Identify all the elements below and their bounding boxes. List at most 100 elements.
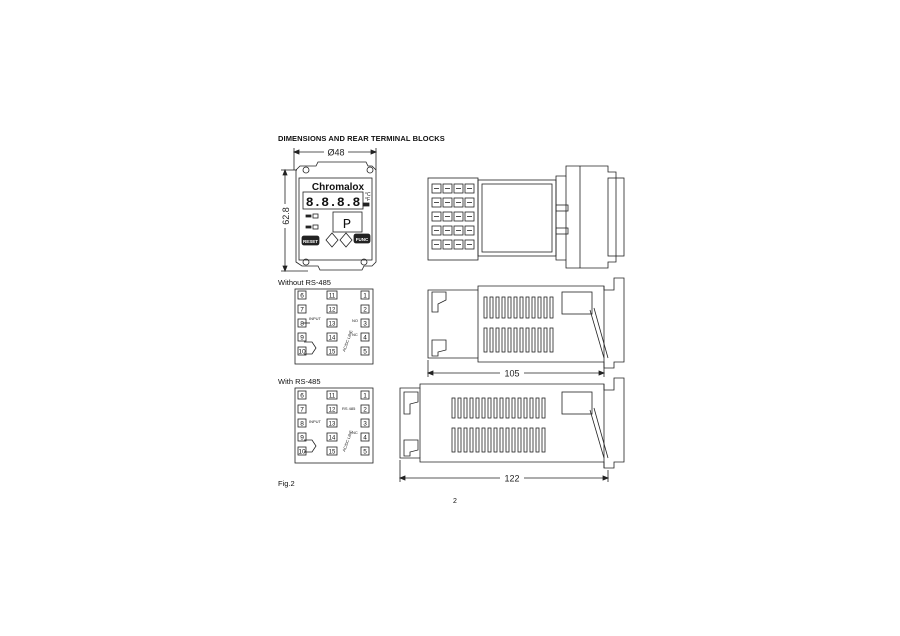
terminal-middle — [326, 418, 338, 428]
bottom-display: P — [343, 217, 351, 233]
front-view: Ø48 62.8 Chromalox °C °F 8.8.8.8 P RE — [279, 146, 378, 273]
terminal-middle — [326, 404, 338, 414]
terminal-number-right: 5 — [363, 349, 367, 356]
figure-label: Fig.2 — [278, 479, 295, 488]
terminal-number-right: 4 — [363, 335, 367, 342]
terminal-right — [360, 318, 370, 328]
terminal-block-without-rs485: INPUT NC NO AC/DC LINE 67891011121314151… — [294, 288, 374, 365]
terminal-screw — [442, 211, 453, 222]
terminal-number-right: 4 — [363, 435, 367, 442]
svg-text:AC/DC LINE: AC/DC LINE — [341, 329, 353, 352]
side-outline-122 — [399, 377, 625, 469]
terminal-screw — [464, 197, 475, 208]
terminal-right — [360, 290, 370, 300]
dim-width-label: Ø48 — [327, 148, 344, 158]
terminal-grid — [431, 183, 475, 250]
vent-slot — [507, 296, 512, 319]
vent-slot — [519, 296, 524, 319]
vent-slot — [481, 427, 486, 453]
reset-label: RESET — [303, 239, 318, 244]
func-label: FUNC — [356, 237, 369, 242]
caption-with-rs485: With RS-485 — [278, 377, 321, 386]
terminal-number-left: 6 — [300, 393, 304, 400]
terminal-screw — [453, 183, 464, 194]
svg-text:RS 485: RS 485 — [342, 406, 356, 411]
vent-slot — [489, 327, 494, 353]
terminal-stack — [561, 391, 593, 415]
terminal-number-middle: 12 — [329, 408, 336, 414]
screw-br — [360, 258, 368, 266]
bezel-outline — [295, 161, 377, 271]
dim-105-label: 105 — [504, 369, 519, 379]
vent-slot — [457, 427, 462, 453]
page-title: DIMENSIONS AND REAR TERMINAL BLOCKS — [278, 134, 445, 143]
led-label-2 — [305, 225, 312, 229]
terminal-right — [360, 390, 370, 400]
front-panel — [298, 177, 373, 261]
side-view-122: 122 — [398, 377, 625, 484]
vent-slot — [451, 427, 456, 453]
unit-f: °F — [365, 197, 370, 203]
vent-slot — [475, 427, 480, 453]
led-1 — [312, 213, 319, 219]
clip-2 — [555, 227, 569, 235]
terminal-number-left: 6 — [300, 293, 304, 300]
terminal-screw — [453, 225, 464, 236]
terminal-number-left: 8 — [300, 421, 304, 428]
arrow-left — [292, 149, 300, 155]
terminal-screw — [464, 211, 475, 222]
clip-1 — [555, 204, 569, 212]
terminal-number-middle: 14 — [329, 336, 336, 342]
down-button[interactable] — [325, 232, 339, 248]
vent-slot — [463, 427, 468, 453]
led-2 — [312, 224, 319, 230]
vent-slot — [481, 397, 486, 419]
terminal-screw — [442, 197, 453, 208]
terminal-right — [360, 332, 370, 342]
front-face-side — [607, 177, 625, 257]
terminal-number-right: 5 — [363, 449, 367, 456]
terminal-frame — [294, 387, 374, 464]
terminal-number-middle: 15 — [329, 450, 336, 456]
top-display-window — [302, 191, 364, 210]
vent-slot — [505, 397, 510, 419]
vent-slot — [519, 327, 524, 353]
vent-slot — [537, 327, 542, 353]
vent-slot — [483, 296, 488, 319]
terminal-left — [297, 418, 307, 428]
reset-button[interactable]: RESET — [301, 235, 320, 246]
vent-slot — [493, 397, 498, 419]
top-display: 8.8.8.8 — [306, 195, 361, 210]
vent-slots — [483, 296, 554, 353]
side-view-105: 105 — [426, 277, 625, 379]
vent-slot — [463, 397, 468, 419]
terminal-middle — [326, 432, 338, 442]
terminal-number-middle: 13 — [329, 322, 336, 328]
vent-slot — [541, 427, 546, 453]
terminal-screw — [431, 211, 442, 222]
up-button[interactable] — [339, 232, 353, 248]
terminal-number-left: 9 — [300, 335, 304, 342]
func-button[interactable]: FUNC — [353, 233, 371, 244]
vent-slot — [505, 427, 510, 453]
terminal-middle — [326, 304, 338, 314]
terminal-screw — [453, 211, 464, 222]
dim-122-label: 122 — [504, 474, 519, 484]
terminal-screw — [431, 225, 442, 236]
vent-slot — [513, 296, 518, 319]
terminal-right — [360, 418, 370, 428]
terminal-frame — [294, 288, 374, 365]
terminal-right — [360, 446, 370, 456]
terminal-middle — [326, 346, 338, 356]
vent-slot — [525, 296, 530, 319]
vent-slot — [457, 397, 462, 419]
terminal-number-left: 10 — [298, 449, 306, 456]
terminal-left — [297, 390, 307, 400]
top-side-view — [427, 165, 625, 269]
vent-slot — [487, 427, 492, 453]
vent-slot — [549, 327, 554, 353]
terminal-number-left: 10 — [298, 349, 306, 356]
vent-slot — [535, 427, 540, 453]
vent-slot — [499, 397, 504, 419]
